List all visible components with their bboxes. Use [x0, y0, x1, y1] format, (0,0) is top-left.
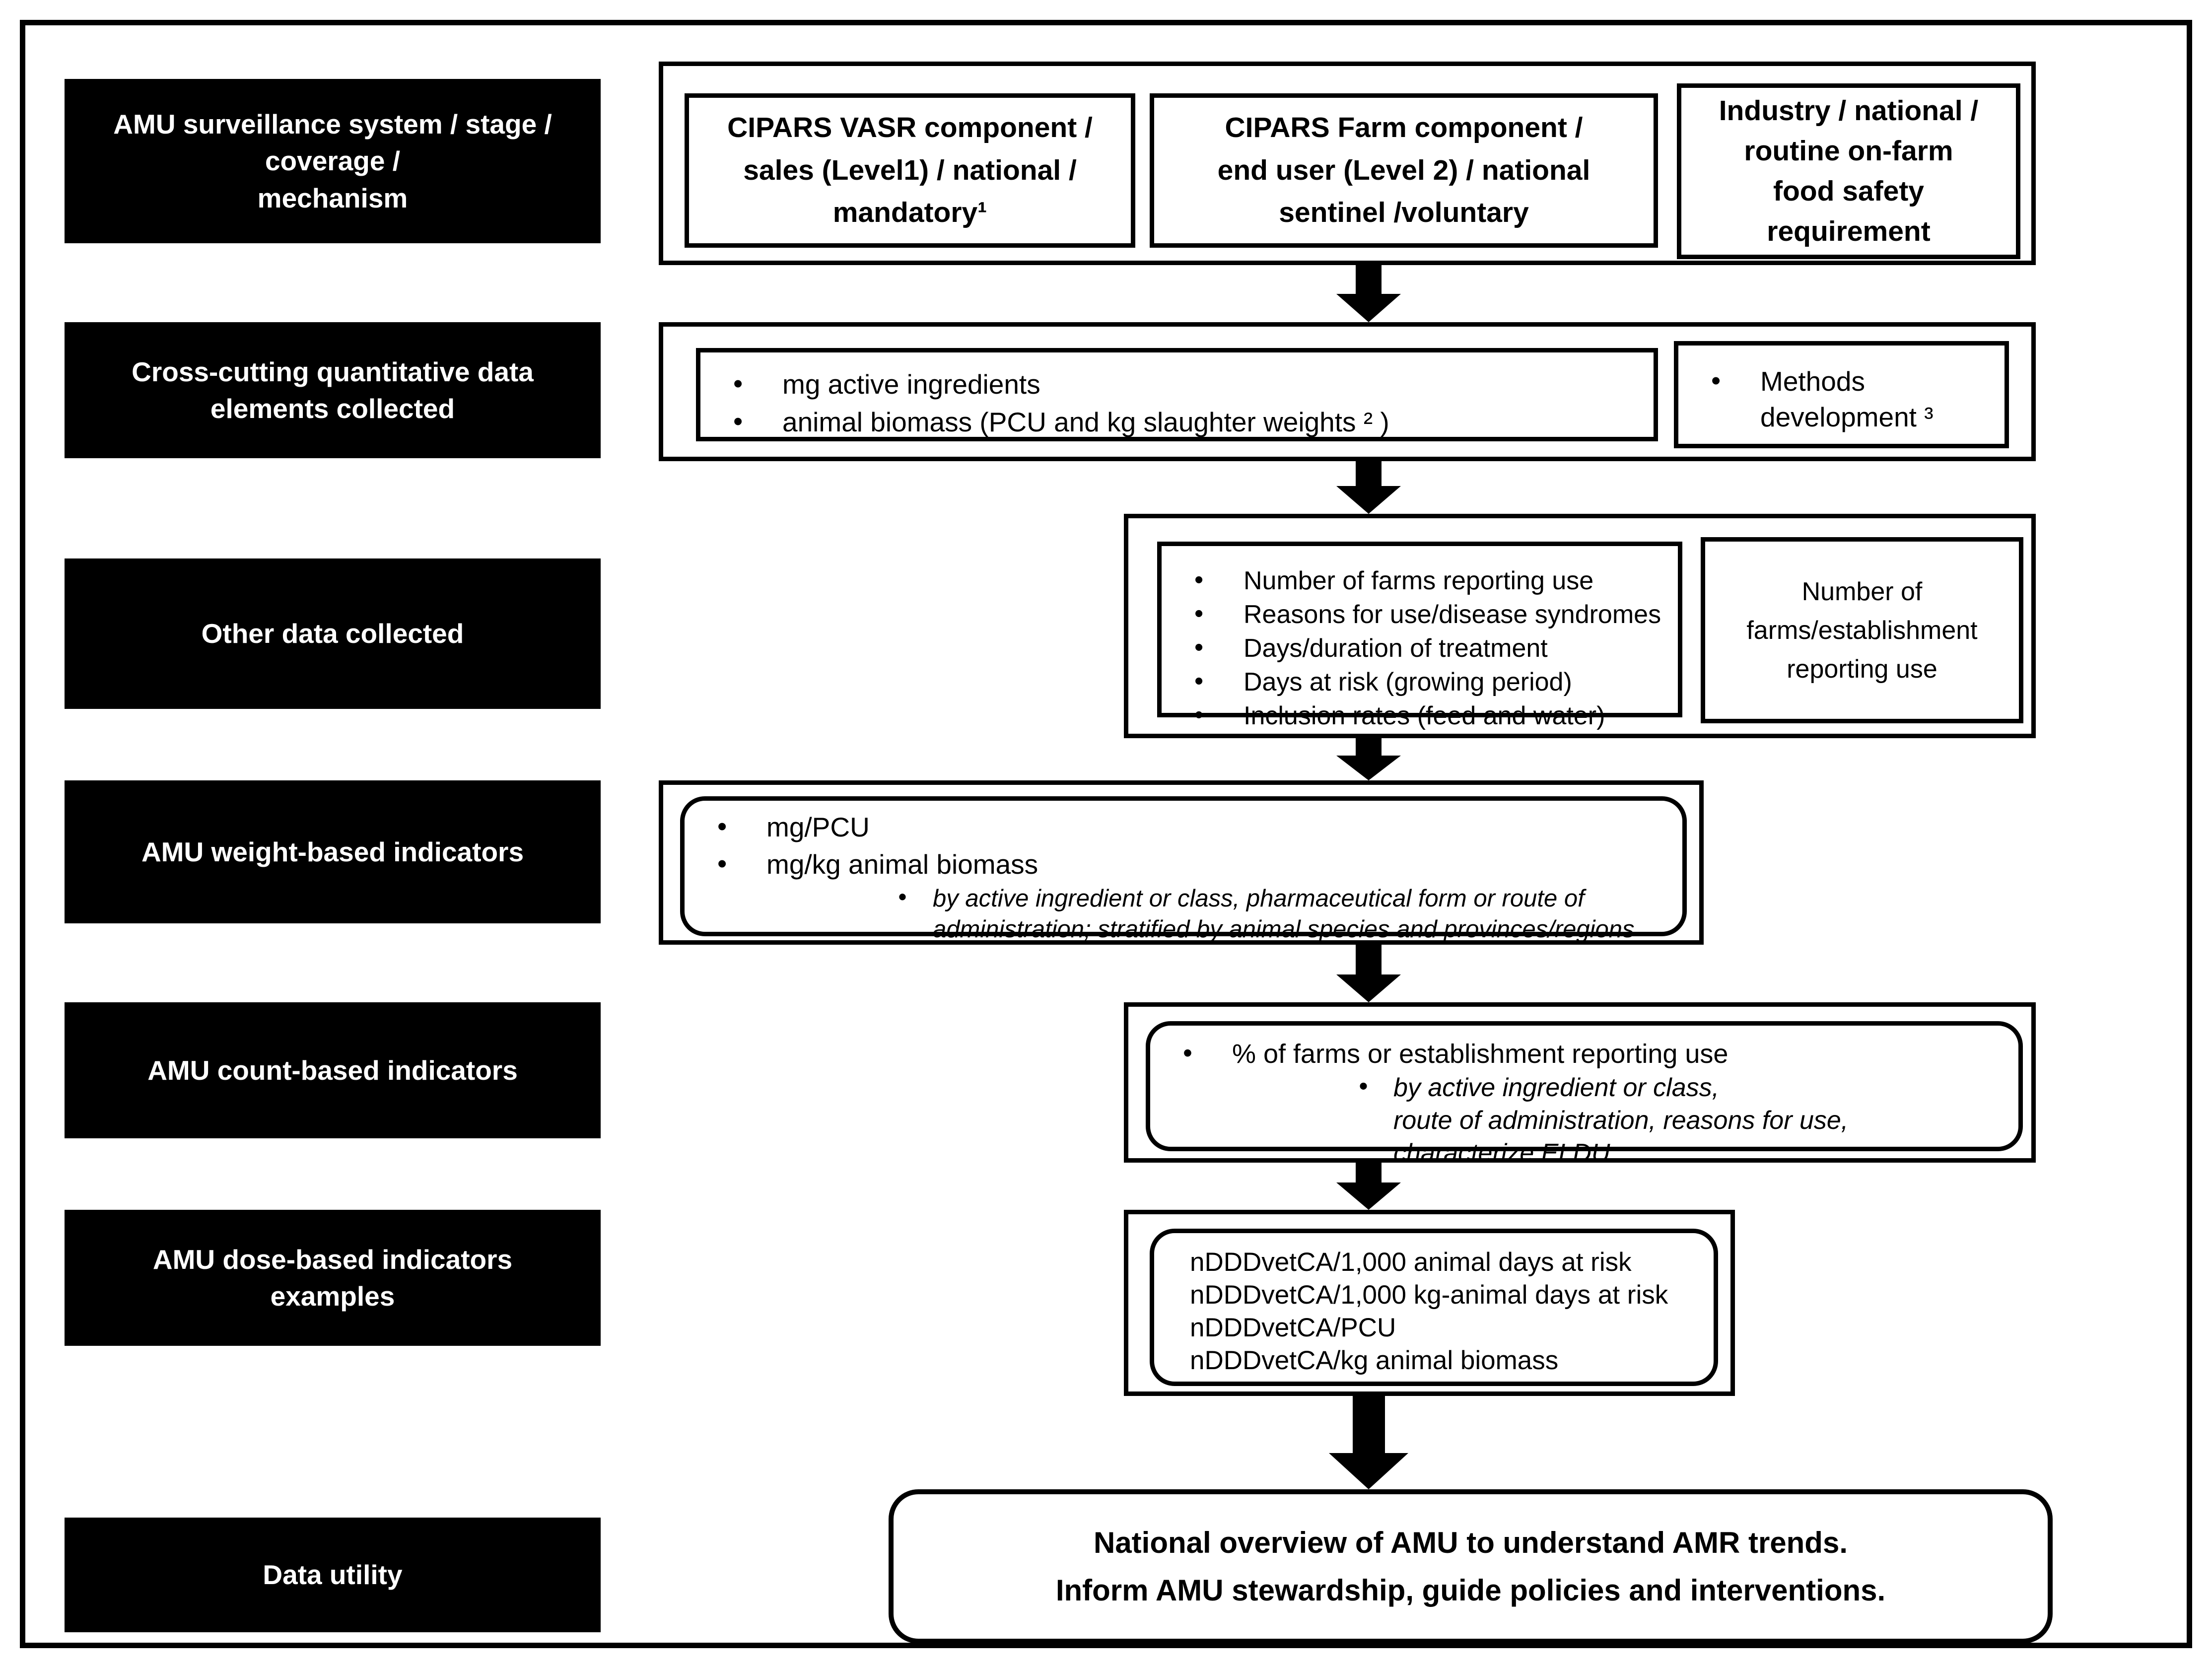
bullet-item: Days/duration of treatment: [1162, 630, 1678, 665]
label-surveillance-system: AMU surveillance system / stage / covera…: [65, 79, 601, 243]
bullet-list: % of farms or establishment reporting us…: [1150, 1036, 2018, 1071]
row3-other-data-group: Number of farms reporting use Reasons fo…: [1124, 514, 2036, 738]
bullet-item: Days at risk (growing period): [1162, 664, 1678, 699]
row1-box-industry: Industry / national / routine on-farm fo…: [1677, 83, 2020, 259]
arrow-shaft: [1352, 1396, 1385, 1453]
down-arrow-icon: [1336, 265, 1401, 322]
arrow-head: [1336, 974, 1401, 1002]
down-arrow-icon: [1336, 945, 1401, 1002]
row1-box-cipars-vasr: CIPARS VASR component / sales (Level1) /…: [685, 93, 1135, 248]
arrow-shaft: [1356, 265, 1382, 294]
row5-count-indicators-box: % of farms or establishment reporting us…: [1146, 1021, 2023, 1168]
sub-bullet: • by active ingredient or class, pharmac…: [685, 883, 1682, 945]
row6-dose-indicators-group: nDDDvetCA/1,000 animal days at risk nDDD…: [1124, 1210, 1735, 1396]
arrow-head: [1336, 486, 1401, 514]
row6-dose-indicators-box: nDDDvetCA/1,000 animal days at risk nDDD…: [1150, 1229, 1718, 1386]
arrow-shaft: [1356, 461, 1382, 486]
down-arrow-icon: [1336, 1163, 1401, 1210]
row4-weight-indicators-group: mg/PCU mg/kg animal biomass • by active …: [659, 780, 1704, 945]
arrow-shaft: [1356, 945, 1382, 974]
row3-farms-reporting-box: Number of farms/establishment reporting …: [1701, 537, 2023, 723]
bullet-list: Number of farms reporting use Reasons fo…: [1162, 546, 1678, 733]
arrow-head: [1336, 294, 1401, 322]
arrow-head: [1336, 756, 1401, 780]
bullet-item: Number of farms reporting use: [1162, 563, 1678, 598]
label-data-utility: Data utility: [65, 1518, 601, 1632]
data-utility-box: National overview of AMU to understand A…: [889, 1489, 2053, 1644]
row3-farm-data-box: Number of farms reporting use Reasons fo…: [1157, 542, 1682, 732]
bullet-item: Reasons for use/disease syndromes: [1162, 597, 1678, 631]
bullet-item: Inclusion rates (feed and water): [1162, 698, 1678, 733]
sub-bullet-text: by active ingredient or class, route of …: [1393, 1073, 1849, 1168]
bullet-item: mg/PCU: [685, 808, 1682, 846]
row2-quantitative-box: mg active ingredients animal biomass (PC…: [696, 348, 1658, 441]
bullet-item: % of farms or establishment reporting us…: [1150, 1036, 2018, 1071]
label-other-data: Other data collected: [65, 558, 601, 709]
sub-bullet-text: by active ingredient or class, pharmaceu…: [933, 885, 1635, 943]
label-weight-based: AMU weight-based indicators: [65, 780, 601, 923]
arrow-shaft: [1356, 1163, 1382, 1182]
indicator-line: nDDDvetCA/1,000 animal days at risk: [1190, 1248, 1632, 1277]
arrow-head: [1329, 1453, 1408, 1489]
row1-box-cipars-farm: CIPARS Farm component / end user (Level …: [1150, 93, 1658, 248]
bullet-item: mg active ingredients: [700, 364, 1654, 403]
bullet-item: mg/kg animal biomass: [685, 845, 1682, 883]
bullet-list: mg/PCU mg/kg animal biomass: [685, 808, 1682, 883]
label-dose-based: AMU dose-based indicators examples: [65, 1210, 601, 1346]
indicator-line: nDDDvetCA/PCU: [1190, 1313, 1396, 1342]
bullet-list: mg active ingredients animal biomass (PC…: [700, 352, 1654, 441]
bullet-item: animal biomass (PCU and kg slaughter wei…: [700, 402, 1654, 441]
down-arrow-icon: [1336, 461, 1401, 514]
row1-surveillance-group: CIPARS VASR component / sales (Level1) /…: [659, 62, 2036, 265]
row4-weight-indicators-box: mg/PCU mg/kg animal biomass • by active …: [680, 796, 1687, 943]
indicator-line: nDDDvetCA/1,000 kg-animal days at risk: [1190, 1280, 1668, 1310]
bullet-dot-icon: •: [1359, 1072, 1368, 1101]
row2-methods-box: Methods development ³: [1674, 341, 2009, 448]
down-arrow-icon: [1329, 1396, 1408, 1489]
arrow-shaft: [1356, 738, 1382, 756]
label-cross-cutting-data: Cross-cutting quantitative data elements…: [65, 322, 601, 458]
indicator-line: nDDDvetCA/kg animal biomass: [1190, 1346, 1559, 1375]
sub-bullet: • by active ingredient or class, route o…: [1150, 1071, 2018, 1170]
row2-quantitative-group: mg active ingredients animal biomass (PC…: [659, 322, 2036, 461]
bullet-dot-icon: •: [898, 884, 907, 910]
bullet-item: Methods development ³: [1678, 362, 2005, 435]
down-arrow-icon: [1336, 738, 1401, 780]
label-count-based: AMU count-based indicators: [65, 1002, 601, 1138]
bullet-list: Methods development ³: [1678, 346, 2005, 435]
row5-count-indicators-group: % of farms or establishment reporting us…: [1124, 1002, 2036, 1168]
arrow-head: [1336, 1182, 1401, 1210]
